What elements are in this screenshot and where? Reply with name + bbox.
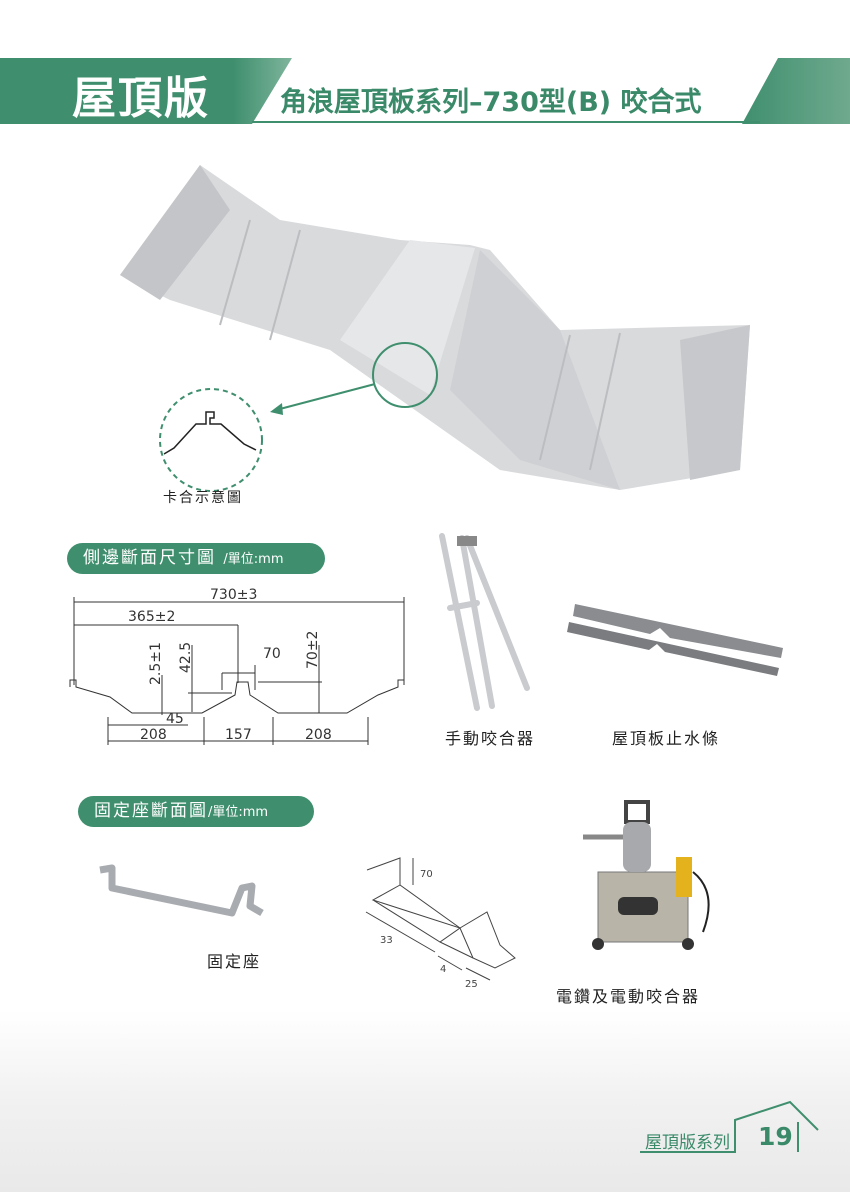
house-footer-icon <box>640 1100 819 1153</box>
manual-seamer-photo <box>439 533 530 711</box>
dim-mid: 42.5 <box>178 642 194 673</box>
water-stop-strip-photo <box>567 604 783 676</box>
profile-section-label: 側邊斷面尺寸圖 /單位:mm <box>67 543 325 574</box>
bracket-dim-height: 70 <box>420 869 433 880</box>
roof-panel-photo <box>120 165 750 490</box>
drill-seamer-photo <box>583 800 710 950</box>
dim-top: 70 <box>263 646 281 662</box>
bracket-dim-base: 25 <box>465 979 478 990</box>
dim-half: 365±2 <box>128 609 175 625</box>
profile-label-text: 側邊斷面尺寸圖 <box>83 548 216 568</box>
dim-left: 208 <box>140 727 167 743</box>
dim-center: 157 <box>225 727 252 743</box>
profile-dimension-drawing: 730±3 365±2 2.5±1 42.5 70 70±2 45 208 15… <box>69 587 405 745</box>
bracket-dim-length: 33 <box>380 935 393 946</box>
dim-lip: 2.5±1 <box>148 642 164 685</box>
fixing-bracket-photo <box>99 864 264 917</box>
bracket-unit: /單位:mm <box>208 805 269 820</box>
bracket-dimension-drawing: 70 33 4 25 <box>365 857 516 990</box>
fixing-bracket-label: 固定座 <box>207 952 262 971</box>
bracket-dim-gap: 4 <box>440 964 446 975</box>
dim-height: 70±2 <box>305 631 321 669</box>
manual-seamer-label: 手動咬合器 <box>445 729 536 748</box>
bracket-label-text: 固定座斷面圖 <box>94 801 208 821</box>
section-title: 屋頂版 <box>72 73 210 124</box>
drill-seamer-label: 電鑽及電動咬合器 <box>556 987 701 1006</box>
product-title: 角浪屋頂板系列–730型(B) 咬合式 <box>280 87 702 118</box>
dim-right: 208 <box>305 727 332 743</box>
footer-background <box>0 1010 850 1192</box>
detail-caption: 卡合示意圖 <box>163 490 243 506</box>
dim-gap: 45 <box>166 711 184 727</box>
dim-total: 730±3 <box>210 587 257 603</box>
water-stop-strip-label: 屋頂板止水條 <box>612 729 721 748</box>
page-number: 19 <box>758 1122 793 1151</box>
bracket-section-label: 固定座斷面圖/單位:mm <box>78 796 314 827</box>
footer-series: 屋頂版系列 <box>645 1133 730 1153</box>
profile-unit: /單位:mm <box>223 552 284 567</box>
seam-detail-diagram <box>159 388 263 492</box>
header-band <box>0 58 850 124</box>
